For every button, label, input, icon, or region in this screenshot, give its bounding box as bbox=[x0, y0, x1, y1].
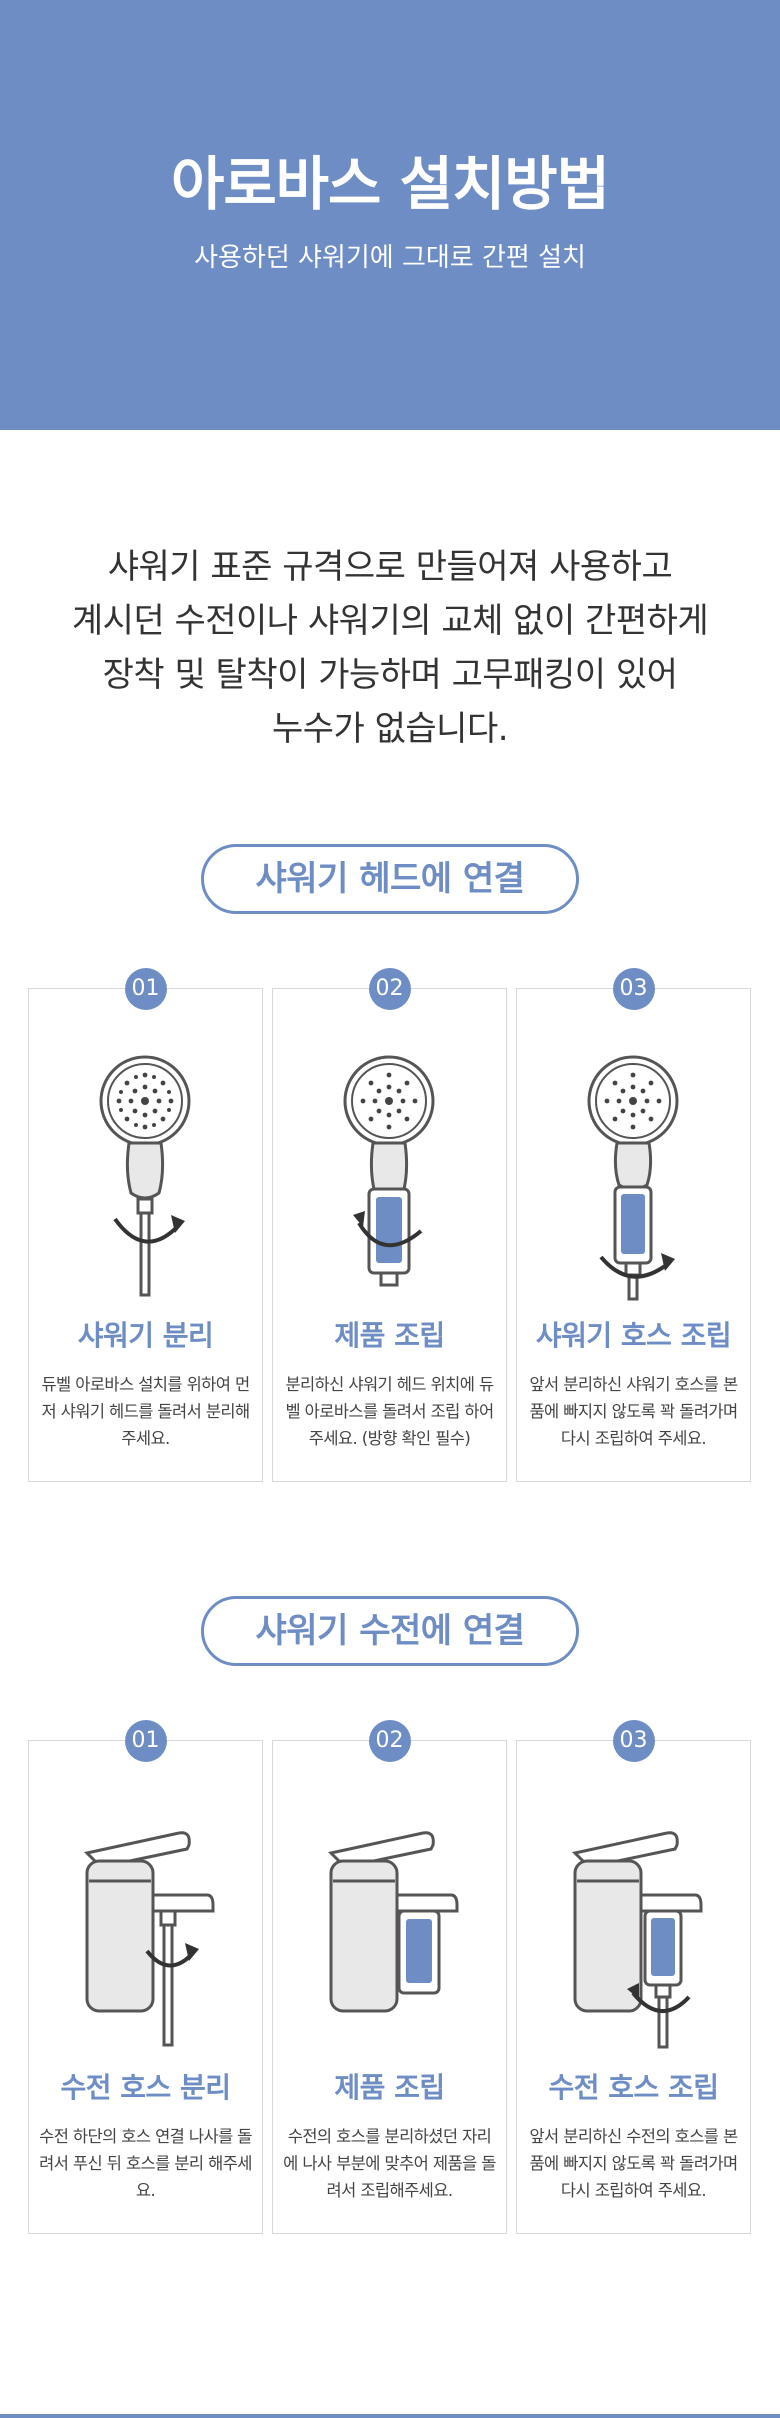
filter-assemble-icon bbox=[343, 1055, 435, 1287]
step-description: 앞서 분리하신 샤워기 호스를 본품에 빠지지 않도록 꽉 돌려가며 다시 조립… bbox=[529, 1375, 738, 1448]
step-description: 수전 하단의 호스 연결 나사를 돌려서 푸신 뒤 호스를 분리 해주세요. bbox=[39, 2127, 252, 2200]
step-title: 제품 조립 bbox=[334, 1319, 445, 1352]
step-number-badge: 03 bbox=[612, 1720, 655, 1762]
intro-line: 샤워기 표준 규격으로 만들어져 사용하고 bbox=[107, 547, 673, 587]
step-description: 앞서 분리하신 수전의 호스를 본품에 빠지지 않도록 꽉 돌려가며 다시 조립… bbox=[529, 2127, 738, 2200]
step-title: 샤워기 호스 조립 bbox=[535, 1319, 732, 1352]
faucet-hose-assemble-icon bbox=[571, 1831, 703, 2049]
intro-line: 계시던 수전이나 샤워기의 교체 없이 간편하게 bbox=[71, 601, 709, 641]
bottom-divider bbox=[0, 2414, 780, 2418]
faucet-hose-detach-icon bbox=[83, 1831, 215, 2047]
step-title: 샤워기 분리 bbox=[77, 1319, 214, 1352]
page-subtitle: 사용하던 샤워기에 그대로 간편 설치 bbox=[194, 243, 586, 273]
step-number-badge: 01 bbox=[124, 968, 167, 1010]
section-faucet: 샤워기 수전에 연결 01 수전 호스 분리 수전 하단의 호스 연결 나사를 … bbox=[0, 1596, 780, 2234]
step-number-badge: 02 bbox=[368, 968, 411, 1010]
intro-line: 누수가 없습니다. bbox=[271, 709, 509, 749]
step-description: 듀벨 아로바스 설치를 위하여 먼저 샤워기 헤드를 돌려서 분리해주세요. bbox=[41, 1375, 250, 1448]
step-card: 02 제품 조립 수전의 호스를 분리하셨던 자리에 나사 부분에 맞추어 제품… bbox=[272, 1720, 507, 2234]
intro-line: 장착 및 탈착이 가능하며 고무패킹이 있어 bbox=[102, 655, 678, 695]
step-number-badge: 01 bbox=[124, 1720, 167, 1762]
section-shower-head: 샤워기 헤드에 연결 01 bbox=[0, 844, 780, 1482]
step-number-badge: 03 bbox=[612, 968, 655, 1010]
step-card: 03 샤워기 호스 조립 앞서 분리하신 bbox=[516, 968, 751, 1482]
section-title-pill: 샤워기 헤드에 연결 bbox=[201, 844, 579, 914]
step-card: 01 샤워기 분리 bbox=[28, 968, 263, 1482]
faucet-filter-assemble-icon bbox=[327, 1831, 459, 2013]
step-description: 분리하신 샤워기 헤드 위치에 듀벨 아로바스를 돌려서 조립 하어주세요. (… bbox=[285, 1375, 494, 1448]
step-card: 02 제품 조립 분리하신 샤워기 헤드 위치에 듀벨 아 bbox=[272, 968, 507, 1482]
page-title: 아로바스 설치방법 bbox=[170, 150, 610, 218]
shower-head-detach-icon bbox=[99, 1055, 191, 1297]
step-title: 수전 호스 조립 bbox=[548, 2071, 719, 2104]
step-card: 03 수전 호스 조립 앞서 분리하신 수전의 호스를 본품에 빠지지 않도록 … bbox=[516, 1720, 751, 2234]
step-number-badge: 02 bbox=[368, 1720, 411, 1762]
step-title: 제품 조립 bbox=[334, 2071, 445, 2104]
step-list: 01 샤워기 분리 bbox=[0, 936, 780, 1482]
step-title: 수전 호스 분리 bbox=[60, 2071, 231, 2104]
step-description: 수전의 호스를 분리하셨던 자리에 나사 부분에 맞추어 제품을 돌려서 조립해… bbox=[283, 2127, 496, 2200]
intro-text: 샤워기 표준 규격으로 만들어져 사용하고 계시던 수전이나 샤워기의 교체 없… bbox=[0, 540, 780, 756]
hose-assemble-icon bbox=[587, 1055, 679, 1301]
hero-banner: 아로바스 설치방법 사용하던 샤워기에 그대로 간편 설치 bbox=[0, 0, 780, 430]
step-list: 01 수전 호스 분리 수전 하단의 호스 연결 나사를 돌려서 푸신 뒤 호스… bbox=[0, 1688, 780, 2234]
section-title-pill: 샤워기 수전에 연결 bbox=[201, 1596, 579, 1666]
step-card: 01 수전 호스 분리 수전 하단의 호스 연결 나사를 돌려서 푸신 뒤 호스… bbox=[28, 1720, 263, 2234]
